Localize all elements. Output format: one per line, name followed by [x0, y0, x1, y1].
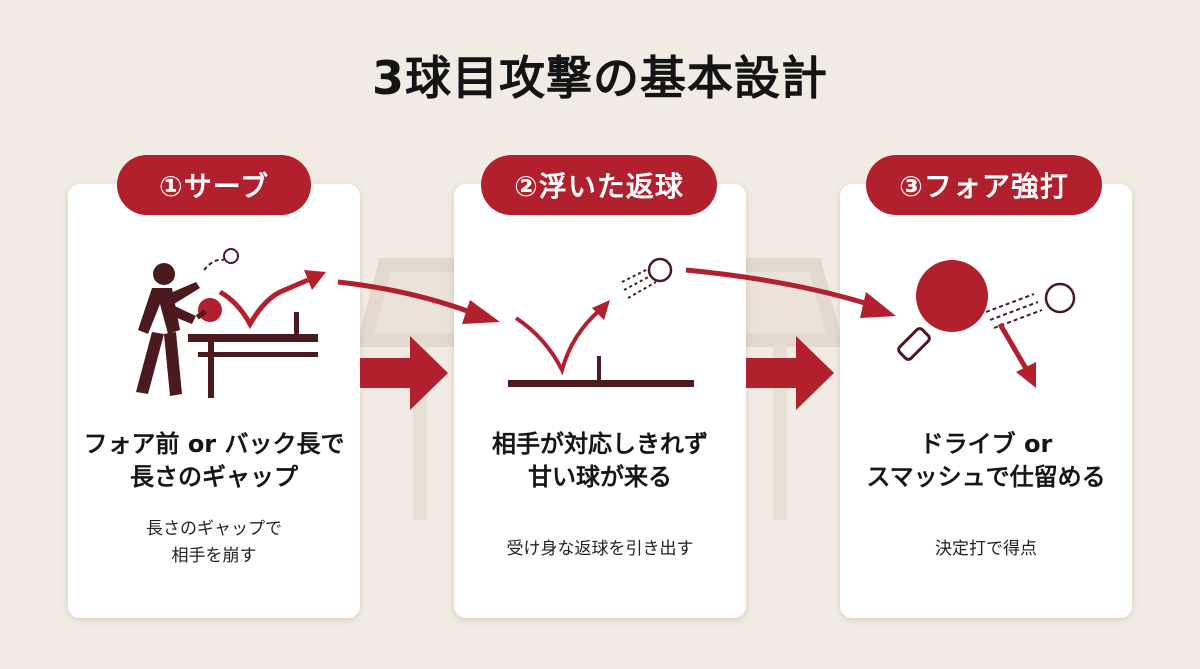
step-description: 受け身な返球を引き出す	[454, 536, 746, 563]
step-description-line: 決定打で得点	[935, 539, 1037, 559]
step-description: 決定打で得点	[840, 536, 1132, 563]
step-description-line: 長さのギャップで	[146, 519, 282, 539]
step-heading: フォア前 or バック長で 長さのギャップ	[68, 428, 360, 494]
step-heading-line: スマッシュで仕留める	[866, 463, 1106, 491]
flow-arrow-1-to-2	[360, 336, 448, 410]
paddle-smash-icon	[897, 260, 1076, 388]
step-description: 長さのギャップで 相手を崩す	[68, 516, 360, 570]
step-label-floating-return: ②浮いた返球	[481, 155, 717, 215]
step-description-line: 相手を崩す	[171, 546, 257, 566]
step-heading: ドライブ or スマッシュで仕留める	[840, 428, 1132, 494]
serving-player-icon	[136, 248, 326, 398]
page-title: 3球目攻撃の基本設計	[371, 51, 828, 105]
step-heading-line: フォア前 or バック長で	[83, 430, 345, 458]
trajectory-arrow-serve-to-return	[337, 279, 500, 324]
step-card-serve: フォア前 or バック長で 長さのギャップ 長さのギャップで 相手を崩す	[68, 184, 360, 618]
floating-return-icon	[508, 257, 694, 387]
step-heading-line: ドライブ or	[919, 430, 1053, 458]
trajectory-arrow-return-to-smash	[685, 267, 896, 318]
step-description-line: 受け身な返球を引き出す	[506, 539, 694, 559]
step-card-floating-return: 相手が対応しきれず 甘い球が来る 受け身な返球を引き出す	[454, 184, 746, 618]
flow-arrow-2-to-3	[746, 336, 834, 410]
step-heading-line: 相手が対応しきれず	[492, 430, 708, 458]
step-label-serve: ①サーブ	[117, 155, 311, 215]
step-heading-line: 甘い球が来る	[528, 463, 672, 491]
step-heading: 相手が対応しきれず 甘い球が来る	[454, 428, 746, 494]
step-heading-line: 長さのギャップ	[130, 463, 298, 491]
step-card-forehand-smash: ドライブ or スマッシュで仕留める 決定打で得点	[840, 184, 1132, 618]
step-label-forehand-smash: ③フォア強打	[866, 155, 1102, 215]
